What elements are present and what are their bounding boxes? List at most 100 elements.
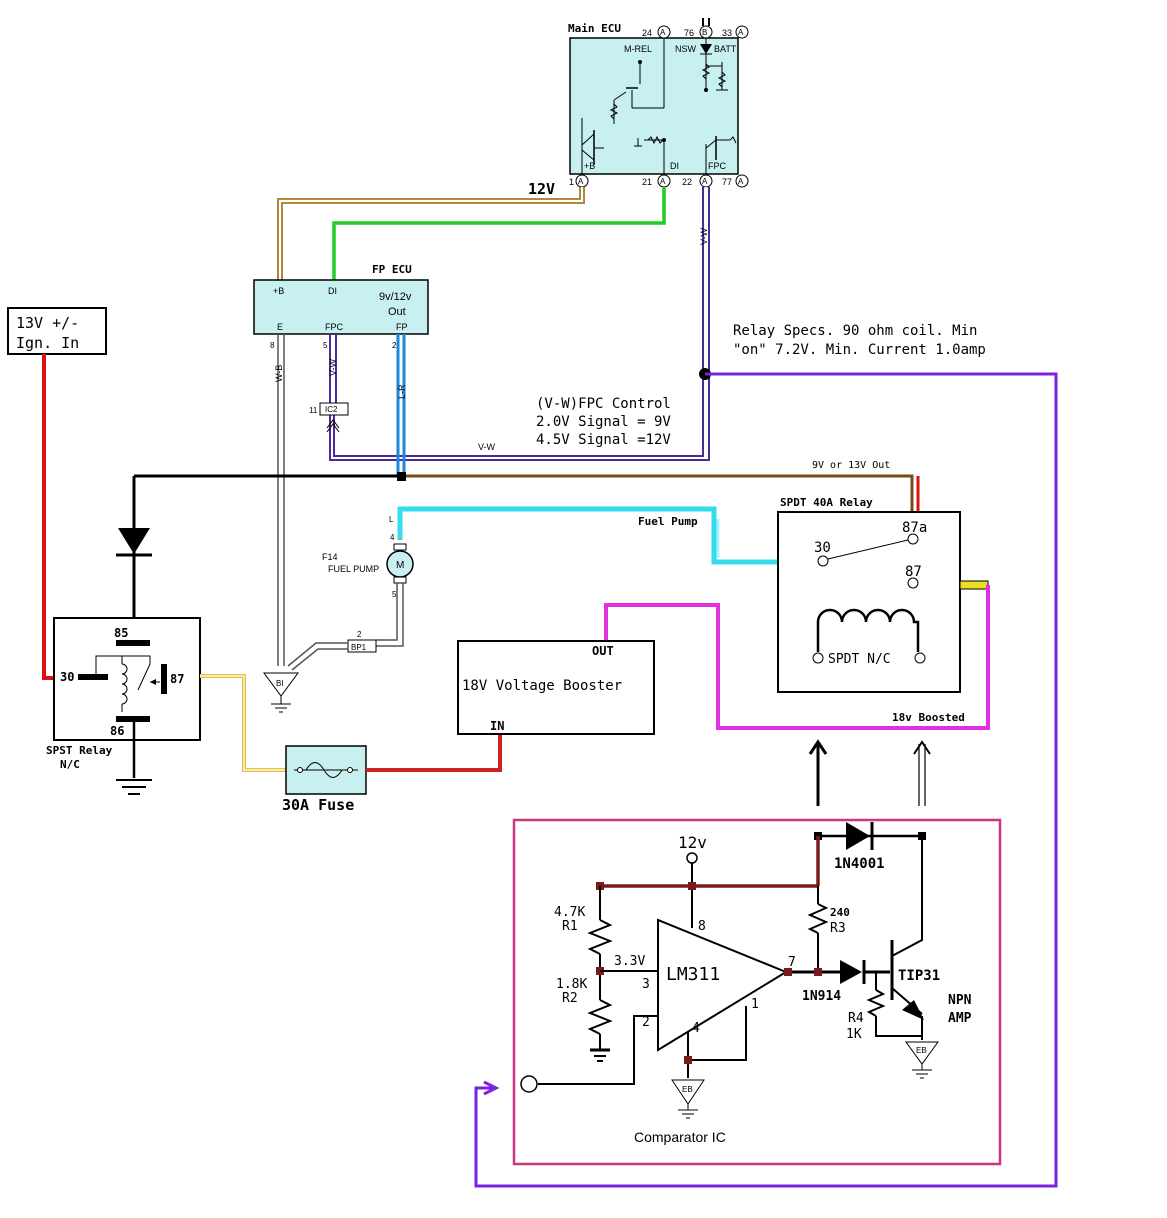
diagram-label: 1N914 bbox=[802, 989, 841, 1004]
diagram-label: A bbox=[660, 28, 666, 37]
wire-vw: V-W V-W bbox=[329, 187, 710, 461]
diagram-label: EB bbox=[916, 1046, 927, 1055]
wire-out: 9V or 13V Out bbox=[406, 460, 920, 512]
diagram-label: L-R bbox=[397, 384, 407, 399]
diagram-label: Relay Specs. 90 ohm coil. Min bbox=[733, 323, 977, 339]
diagram-label: A bbox=[578, 177, 584, 186]
diagram-label: 1 bbox=[751, 997, 759, 1012]
diagram-label: IC2 bbox=[325, 405, 338, 414]
wire-fpc: V-W bbox=[328, 334, 338, 404]
diagram-label: FP bbox=[396, 322, 408, 332]
diagram-label: 87a bbox=[902, 520, 927, 536]
diagram-label: 21 bbox=[642, 177, 652, 187]
diagram-label: 8 bbox=[698, 919, 706, 934]
diagram-label: FPC bbox=[325, 322, 344, 332]
diagram-label: 33 bbox=[722, 28, 732, 38]
diagram-label: M bbox=[396, 560, 404, 571]
diagram-label: E bbox=[277, 322, 283, 332]
diagram-label: V-W bbox=[699, 227, 709, 245]
diagram-label: Comparator IC bbox=[634, 1129, 726, 1145]
diagram-label: 22 bbox=[682, 177, 692, 187]
diagram-label: TIP31 bbox=[898, 968, 940, 984]
diagram-label: AMP bbox=[948, 1011, 972, 1026]
diagram-label: 1N4001 bbox=[834, 856, 885, 872]
diagram-label: 8 bbox=[270, 341, 275, 350]
wire-wb: W-B bbox=[274, 334, 285, 666]
diagram-label: LM311 bbox=[666, 964, 720, 985]
diagram-label: V-W bbox=[328, 358, 338, 376]
diagram-label: 76 bbox=[684, 28, 694, 38]
ign-input: 13V +/- Ign. In bbox=[7, 307, 107, 680]
diagram-label: A bbox=[660, 177, 666, 186]
diagram-label: R4 bbox=[848, 1011, 864, 1026]
wire-yellow bbox=[200, 674, 286, 772]
diagram-label: +B bbox=[273, 286, 284, 296]
diagram-label: 1 bbox=[569, 177, 574, 187]
diagram-label: B bbox=[702, 28, 707, 37]
diagram-label: 4 bbox=[390, 533, 395, 542]
diagram-label: 77 bbox=[722, 177, 732, 187]
diagram-label: 2 bbox=[357, 630, 362, 639]
diagram-label: NPN bbox=[948, 993, 972, 1008]
diagram-label: FUEL PUMP bbox=[328, 564, 379, 574]
diagram-label: BI bbox=[276, 679, 284, 688]
diagram-label: DI bbox=[328, 286, 337, 296]
diagram-label: R3 bbox=[830, 921, 846, 936]
main-ecu: Main ECU 24 A 76 B 33 A M-REL NSW BATT +… bbox=[568, 18, 749, 188]
diagram-label: 2 bbox=[392, 341, 397, 350]
diagram-label: 9v/12v bbox=[379, 291, 412, 303]
diagram-label: Out bbox=[388, 306, 406, 318]
diagram-label: 86 bbox=[110, 724, 124, 738]
diagram-label: 1K bbox=[846, 1027, 862, 1042]
diagram-label: 87 bbox=[170, 672, 184, 686]
diagram-label: M-REL bbox=[624, 44, 652, 54]
diagram-label: 5 bbox=[392, 590, 397, 599]
ic2-connector: IC2 11 bbox=[309, 402, 349, 433]
fuse-30a: 30A Fuse bbox=[282, 745, 367, 814]
diagram-label: 87 bbox=[905, 564, 922, 580]
diagram-label: 240 bbox=[830, 906, 850, 919]
diagram-label: R2 bbox=[562, 991, 578, 1006]
diagram-label: 4.5V Signal =12V bbox=[536, 432, 671, 448]
diagram-label: 11 bbox=[309, 406, 318, 415]
voltage-booster: OUT 18V Voltage Booster IN bbox=[457, 640, 655, 735]
diagram-label: 5 bbox=[323, 341, 328, 350]
diagram-label: FPC bbox=[708, 161, 727, 171]
diagram-label: W-B bbox=[274, 365, 284, 382]
diagram-label: 4 bbox=[692, 1021, 700, 1036]
diagram-label: SPDT N/C bbox=[828, 652, 891, 667]
diode-bus bbox=[116, 528, 152, 557]
diagram-label: V-W bbox=[478, 442, 496, 452]
diagram-label: 30A Fuse bbox=[282, 796, 354, 814]
main-ecu-title: Main ECU bbox=[568, 22, 621, 35]
fp-ecu-title: FP ECU bbox=[372, 263, 412, 276]
diagram-label: EB bbox=[682, 1085, 693, 1094]
diagram-label: 13V +/- bbox=[16, 314, 79, 332]
diagram-label: A bbox=[738, 177, 744, 186]
diagram-label: F14 bbox=[322, 552, 338, 562]
diagram-label: NSW bbox=[675, 44, 697, 54]
comparator-box: 1N4001 12v 4.7K R1 1.8K R2 3.3V LM311 8 … bbox=[512, 818, 1002, 1166]
diagram-label: 18v Boosted bbox=[892, 711, 965, 724]
diagram-label: 1.8K bbox=[556, 977, 587, 992]
diagram-label: DI bbox=[670, 161, 679, 171]
wire-lr: L-R bbox=[396, 334, 407, 476]
diagram-label: +B bbox=[584, 161, 595, 171]
wire-di-green bbox=[332, 187, 666, 280]
wire-12v-label: 12V bbox=[528, 180, 555, 198]
diagram-label: A bbox=[738, 28, 744, 37]
spst-relay: 85 30 87 86 SPST Relay N/C bbox=[46, 617, 201, 795]
diagram-label: L bbox=[389, 515, 394, 524]
diagram-label: (V-W)FPC Control bbox=[536, 396, 671, 412]
diagram-label: OUT bbox=[592, 644, 614, 658]
fpc-control-note: (V-W)FPC Control 2.0V Signal = 9V 4.5V S… bbox=[536, 396, 671, 448]
diagram-label: BATT bbox=[714, 44, 737, 54]
fuel-pump: Fuel Pump L 4 M 5 F14 FUEL PUMP BP1 2 BI bbox=[263, 506, 778, 713]
diagram-label: 9V or 13V Out bbox=[812, 460, 890, 471]
diagram-label: 24 bbox=[642, 28, 652, 38]
diagram-label: SPDT 40A Relay bbox=[780, 496, 873, 509]
diagram-label: Ign. In bbox=[16, 334, 79, 352]
fp-ecu: FP ECU +B DI 9v/12v Out E FPC FP 8 5 2 bbox=[253, 263, 429, 350]
